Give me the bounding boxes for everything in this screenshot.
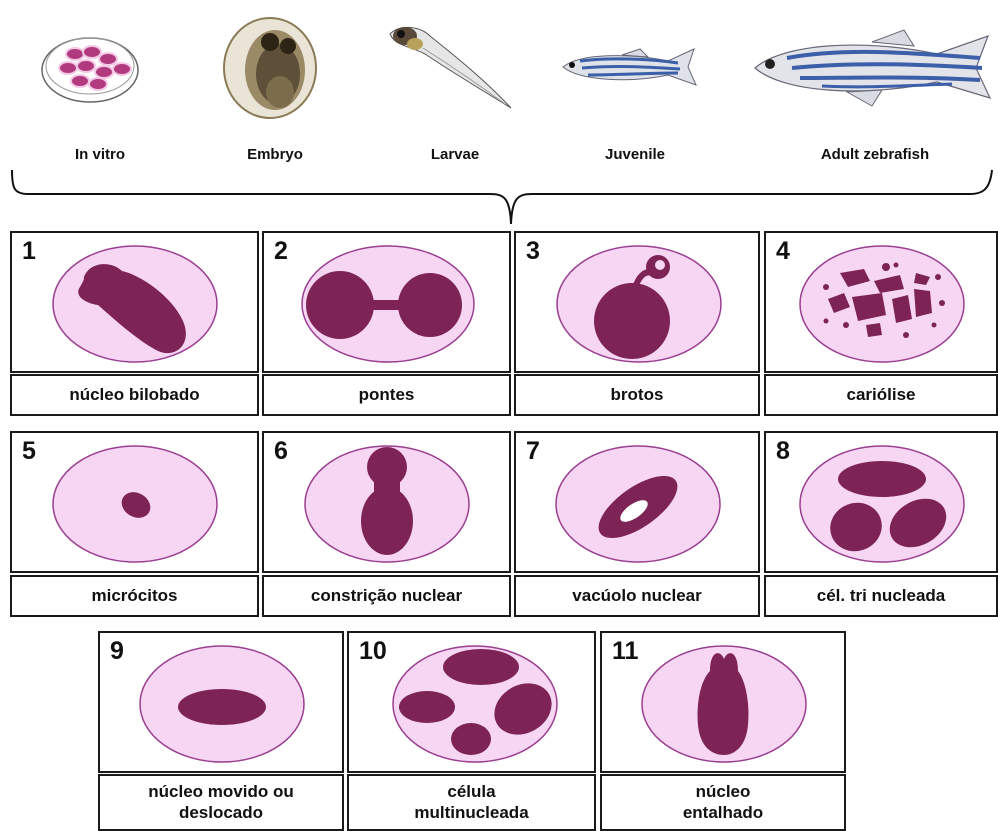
panel-8: 8: [764, 431, 998, 573]
panel-9-caption-text: núcleo movido ou deslocado: [148, 782, 293, 823]
panel-number: 6: [274, 437, 288, 466]
panel-3-caption: brotos: [514, 374, 760, 416]
panel-8-caption: cél. tri nucleada: [764, 575, 998, 617]
panel-4-caption: cariólise: [764, 374, 998, 416]
panel-number: 3: [526, 237, 540, 266]
stage-label-larvae: Larvae: [395, 146, 515, 163]
panel-11: 11: [600, 631, 846, 773]
nuclear-constriction-cell-icon: [302, 443, 472, 565]
panel-10-caption: célula multinucleada: [347, 774, 596, 831]
embryo-icon: [220, 12, 320, 120]
panel-4: 4: [764, 231, 998, 373]
panel-number: 8: [776, 437, 790, 466]
panel-1-caption: núcleo bilobado: [10, 374, 259, 416]
nuclear-bud-cell-icon: [554, 243, 724, 365]
microcyte-cell-icon: [50, 443, 220, 565]
karyolysis-cell-icon: [796, 243, 968, 365]
panel-2: 2: [262, 231, 511, 373]
panel-11-caption-text: núcleo entalhado: [683, 782, 763, 823]
multinucleated-cell-icon: [389, 643, 561, 765]
panel-number: 10: [359, 637, 387, 666]
panel-7: 7: [514, 431, 760, 573]
stage-label-adult-zebrafish: Adult zebrafish: [780, 146, 970, 163]
panel-5: 5: [10, 431, 259, 573]
bridge-nuclei-cell-icon: [298, 243, 478, 365]
larva-icon: [385, 22, 515, 112]
stage-label-juvenile: Juvenile: [575, 146, 695, 163]
panel-number: 5: [22, 437, 36, 466]
bilobed-nucleus-cell-icon: [50, 243, 220, 365]
displaced-nucleus-cell-icon: [136, 643, 308, 765]
stage-label-embryo: Embryo: [215, 146, 335, 163]
panel-9: 9: [98, 631, 344, 773]
panel-10-caption-text: célula multinucleada: [414, 782, 528, 823]
panel-number: 9: [110, 637, 124, 666]
panel-10: 10: [347, 631, 596, 773]
notched-nucleus-cell-icon: [638, 643, 810, 765]
panel-number: 4: [776, 237, 790, 266]
panel-9-caption: núcleo movido ou deslocado: [98, 774, 344, 831]
panel-2-caption: pontes: [262, 374, 511, 416]
trinucleated-cell-icon: [796, 443, 968, 565]
panel-11-caption: núcleo entalhado: [600, 774, 846, 831]
stage-label-in-vitro: In vitro: [40, 146, 160, 163]
panel-1: 1: [10, 231, 259, 373]
nuclear-vacuole-cell-icon: [552, 443, 724, 565]
panel-5-caption: micrócitos: [10, 575, 259, 617]
panel-6: 6: [262, 431, 511, 573]
panel-number: 11: [612, 637, 638, 666]
panel-6-caption: constrição nuclear: [262, 575, 511, 617]
grouping-brace: [0, 168, 998, 230]
juvenile-fish-icon: [560, 45, 700, 90]
petri-dish-icon: [40, 32, 140, 104]
panel-number: 7: [526, 437, 540, 466]
panel-7-caption: vacúolo nuclear: [514, 575, 760, 617]
panel-number: 2: [274, 237, 288, 266]
panel-number: 1: [22, 237, 36, 266]
panel-3: 3: [514, 231, 760, 373]
adult-fish-icon: [752, 28, 994, 108]
